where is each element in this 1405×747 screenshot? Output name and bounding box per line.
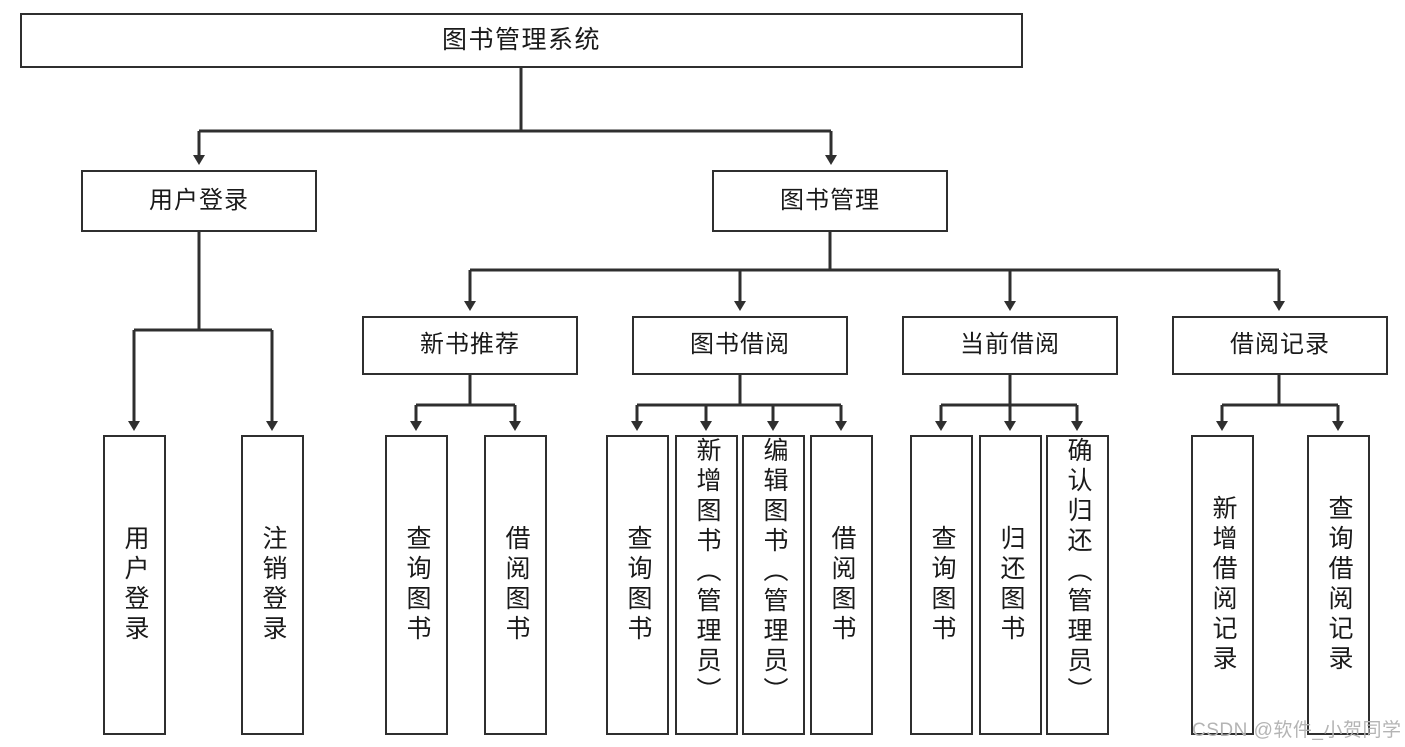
node-label: 新增借阅记录 — [1209, 495, 1237, 675]
node-new-book-recommend[interactable]: 新书推荐 — [362, 316, 578, 375]
node-label: 借阅图书 — [828, 525, 856, 645]
node-current-borrow[interactable]: 当前借阅 — [902, 316, 1118, 375]
node-label: 用户登录 — [121, 525, 149, 645]
leaf-add-borrow-record[interactable]: 新增借阅记录 — [1191, 435, 1254, 735]
node-label: 借阅记录 — [1230, 331, 1330, 359]
node-label: 图书借阅 — [690, 331, 790, 359]
node-book-borrow[interactable]: 图书借阅 — [632, 316, 848, 375]
leaf-borrow-book-borrow[interactable]: 借阅图书 — [810, 435, 873, 735]
leaf-query-book-borrow[interactable]: 查询图书 — [606, 435, 669, 735]
node-label: 当前借阅 — [960, 331, 1060, 359]
csdn-watermark: CSDN @软件_小贺同学 — [1192, 715, 1401, 742]
leaf-add-book[interactable]: 新增图书（管理员） — [675, 435, 738, 735]
node-label: 查询图书 — [624, 525, 652, 645]
node-label: 注销登录 — [259, 525, 287, 645]
node-label: 新增图书（管理员） — [693, 437, 721, 707]
leaf-confirm-return[interactable]: 确认归还（管理员） — [1046, 435, 1109, 735]
node-label: 查询图书 — [928, 525, 956, 645]
leaf-query-borrow-record[interactable]: 查询借阅记录 — [1307, 435, 1370, 735]
node-label: 编辑图书（管理员） — [760, 437, 788, 707]
node-label: 用户登录 — [149, 186, 249, 214]
node-book-management[interactable]: 图书管理 — [712, 170, 948, 232]
leaf-query-book-current[interactable]: 查询图书 — [910, 435, 973, 735]
node-label: 借阅图书 — [502, 525, 530, 645]
leaf-query-book-recommend[interactable]: 查询图书 — [385, 435, 448, 735]
node-label: 新书推荐 — [420, 331, 520, 359]
leaf-edit-book[interactable]: 编辑图书（管理员） — [742, 435, 805, 735]
node-user-login[interactable]: 用户登录 — [81, 170, 317, 232]
node-borrow-record[interactable]: 借阅记录 — [1172, 316, 1388, 375]
node-label: 图书管理系统 — [441, 25, 601, 54]
node-label: 查询借阅记录 — [1325, 495, 1353, 675]
leaf-user-login[interactable]: 用户登录 — [103, 435, 166, 735]
watermark-text: CSDN @软件_小贺同学 — [1192, 720, 1402, 741]
node-label: 确认归还（管理员） — [1064, 437, 1092, 707]
node-label: 归还图书 — [997, 525, 1025, 645]
leaf-return-book[interactable]: 归还图书 — [979, 435, 1042, 735]
leaf-logout-login[interactable]: 注销登录 — [241, 435, 304, 735]
leaf-borrow-book-recommend[interactable]: 借阅图书 — [484, 435, 547, 735]
node-label: 图书管理 — [780, 186, 880, 214]
node-root-system[interactable]: 图书管理系统 — [20, 13, 1023, 68]
node-label: 查询图书 — [403, 525, 431, 645]
